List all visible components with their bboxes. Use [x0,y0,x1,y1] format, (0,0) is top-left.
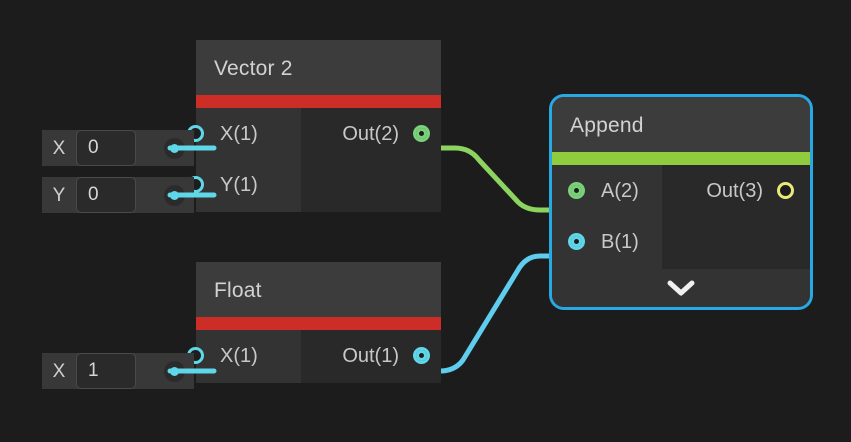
node-vector2[interactable]: Vector 2 X(1) Y(1) Out(2) [187,40,441,212]
input-port-label-a: A(2) [601,179,639,202]
output-port-label-out1: Out(1) [342,344,399,367]
node-title-float: Float [196,262,441,317]
property-pin-y[interactable] [164,184,185,206]
chevron-down-icon[interactable] [666,279,696,297]
property-pin-dot-float-x [170,366,179,376]
node-append[interactable]: Append A(2) B(1) Out(3) [552,97,810,307]
output-port-dot-out3[interactable] [777,182,794,199]
output-port-label-out3: Out(3) [706,179,763,202]
node-title-append: Append [552,97,810,152]
input-port-row-x[interactable]: X(1) [187,108,301,159]
output-port-dot-out1[interactable] [413,347,430,364]
property-row-float-x[interactable]: X 1 [42,353,194,389]
input-port-dot-b[interactable] [568,233,585,250]
input-port-label-y: Y(1) [220,173,258,196]
input-port-label-x: X(1) [220,122,258,145]
input-port-row-b[interactable]: B(1) [552,216,662,267]
node-accent-bar-append [552,152,810,165]
input-port-row-y[interactable]: Y(1) [187,159,301,210]
output-port-label-out2: Out(2) [342,122,399,145]
property-input-x[interactable]: 0 [76,130,136,166]
output-port-row-out3[interactable]: Out(3) [662,165,810,216]
node-accent-bar-vector2 [196,95,441,108]
property-label-x: X [52,137,66,159]
property-input-float-x[interactable]: 1 [76,353,136,389]
node-title-vector2: Vector 2 [196,40,441,95]
input-port-label-float-x: X(1) [220,344,258,367]
node-accent-bar-float [196,317,441,330]
input-port-label-b: B(1) [601,230,639,253]
property-row-x[interactable]: X 0 [42,130,194,166]
property-pin-float-x[interactable] [164,360,185,382]
input-port-dot-a[interactable] [568,182,585,199]
node-float[interactable]: Float X(1) Out(1) [187,262,441,383]
property-label-y: Y [52,184,66,206]
property-pin-dot-y [170,190,179,200]
property-pin-dot-x [170,143,179,153]
property-label-float-x: X [52,360,66,382]
input-port-row-float-x[interactable]: X(1) [187,330,301,381]
output-port-row-out1[interactable]: Out(1) [301,330,441,381]
node-collapse-button-append[interactable] [552,269,810,307]
property-pin-x[interactable] [164,137,185,159]
property-row-y[interactable]: Y 0 [42,177,194,213]
output-port-row-out2[interactable]: Out(2) [301,108,441,159]
property-input-y[interactable]: 0 [76,177,136,213]
input-port-row-a[interactable]: A(2) [552,165,662,216]
output-port-dot-out2[interactable] [413,125,430,142]
